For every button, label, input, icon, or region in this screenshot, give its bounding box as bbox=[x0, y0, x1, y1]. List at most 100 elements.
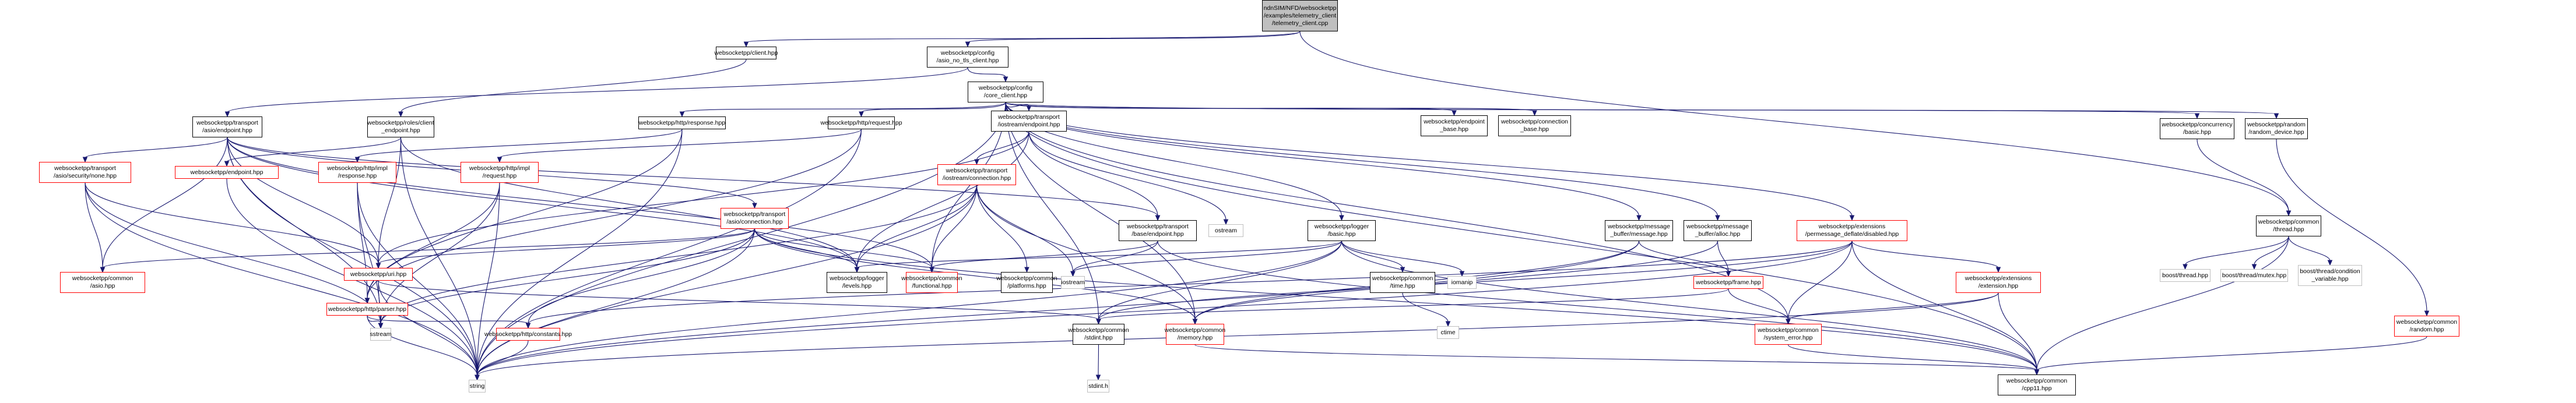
graph-node-core-client[interactable]: websocketpp/config /core_client.hpp bbox=[968, 82, 1043, 102]
graph-node-security-none[interactable]: websocketpp/transport /asio/security/non… bbox=[39, 162, 131, 183]
edge-iostream_endpoint-to-base_endpoint bbox=[1028, 131, 1158, 217]
graph-node-iostream-endpoint[interactable]: websocketpp/transport /iostream/endpoint… bbox=[991, 111, 1067, 132]
graph-node-msg-message[interactable]: websocketpp/message _buffer/message.hpp bbox=[1605, 220, 1673, 241]
edge-base_endpoint-to-common_cpp11 bbox=[1157, 241, 2037, 371]
arrowhead-icon bbox=[752, 203, 757, 209]
edge-common_time-to-ctime bbox=[1402, 292, 1449, 323]
arrowhead-icon bbox=[2327, 260, 2333, 266]
arrowhead-icon bbox=[497, 157, 502, 163]
arrowhead-icon bbox=[743, 41, 749, 48]
graph-node-asio-endpoint[interactable]: websocketpp/transport /asio/endpoint.hpp bbox=[192, 116, 262, 137]
arrowhead-icon bbox=[1155, 215, 1161, 221]
arrowhead-icon bbox=[1636, 215, 1642, 221]
graph-node-http-response[interactable]: websocketpp/http/response.hpp bbox=[638, 116, 726, 129]
arrowhead-icon bbox=[375, 263, 381, 269]
arrowhead-icon bbox=[82, 157, 88, 163]
graph-node-logger-levels[interactable]: websocketpp/logger /levels.hpp bbox=[827, 272, 887, 293]
graph-node-system-error[interactable]: websocketpp/common /system_error.hpp bbox=[1755, 324, 1822, 345]
edge-iostream_endpoint-to-iostream_connection bbox=[976, 131, 1029, 161]
edge-iostream_connection-to-common_functional bbox=[931, 185, 978, 268]
edge-concurrency_basic-to-common_thread bbox=[2197, 139, 2289, 212]
edge-asio_connection-to-common_asio bbox=[102, 228, 755, 268]
graph-node-http-request[interactable]: websocketpp/http/request.hpp bbox=[820, 116, 902, 129]
arrowhead-icon bbox=[1192, 319, 1198, 325]
edge-iostream_connection-to-common_platforms bbox=[976, 185, 1028, 268]
arrowhead-icon bbox=[1725, 271, 1731, 277]
graph-node-random-device[interactable]: websocketpp/random /random_device.hpp bbox=[2245, 118, 2308, 139]
graph-node-client-endpoint[interactable]: websocketpp/roles/client _endpoint.hpp bbox=[367, 116, 434, 137]
edge-core_client-to-common_cpp11 bbox=[1005, 102, 2037, 371]
edge-pmd_disabled-to-http_constants bbox=[528, 241, 1853, 324]
graph-node-asio-connection[interactable]: websocketpp/transport /asio/connection.h… bbox=[721, 208, 789, 229]
graph-node-client-hpp[interactable]: websocketpp/client.hpp bbox=[714, 47, 778, 59]
edge-asio_connection-to-http_constants bbox=[528, 228, 755, 324]
graph-node-msg-alloc[interactable]: websocketpp/message _buffer/alloc.hpp bbox=[1684, 220, 1752, 241]
graph-node-asio-no-tls-client[interactable]: websocketpp/config /asio_no_tls_client.h… bbox=[927, 47, 1008, 68]
edge-logger_basic-to-common_stdint bbox=[1098, 241, 1343, 320]
graph-node-http-parser[interactable]: websocketpp/http/parser.hpp bbox=[326, 303, 408, 316]
edge-msg_message-to-string bbox=[476, 241, 1640, 376]
arrowhead-icon bbox=[1223, 219, 1229, 225]
arrowhead-icon bbox=[1445, 321, 1451, 327]
arrowhead-icon bbox=[1532, 110, 1537, 116]
arrowhead-icon bbox=[2424, 310, 2430, 317]
graph-node-boost-condvar: boost/thread/condition _variable.hpp bbox=[2298, 265, 2362, 286]
arrowhead-icon bbox=[224, 161, 230, 167]
graph-node-logger-basic[interactable]: websocketpp/logger /basic.hpp bbox=[1308, 220, 1376, 241]
edge-impl_request-to-http_parser bbox=[367, 182, 500, 299]
graph-node-frame-hpp[interactable]: websocketpp/frame.hpp bbox=[1693, 276, 1763, 289]
edge-pmd_disabled-to-system_error bbox=[1787, 241, 1853, 320]
edge-client_hpp-to-client_endpoint bbox=[400, 59, 747, 113]
arrowhead-icon bbox=[1849, 215, 1855, 221]
edge-asio_connection-to-sstream bbox=[380, 228, 755, 324]
graph-node-pmd-disabled[interactable]: websocketpp/extensions /permessage_defla… bbox=[1797, 220, 1907, 241]
graph-node-common-asio[interactable]: websocketpp/common /asio.hpp bbox=[60, 272, 145, 293]
graph-node-common-time[interactable]: websocketpp/common /time.hpp bbox=[1370, 272, 1435, 293]
edge-ext_extension-to-string bbox=[476, 292, 1999, 376]
edge-core_client-to-endpoint_base bbox=[1005, 102, 1455, 112]
graph-node-stdint-h: stdint.h bbox=[1087, 380, 1109, 393]
arrowhead-icon bbox=[224, 111, 230, 118]
graph-node-connection-base[interactable]: websocketpp/connection _base.hpp bbox=[1498, 115, 1571, 136]
graph-node-ctime: ctime bbox=[1437, 326, 1459, 339]
graph-node-uri-hpp[interactable]: websocketpp/uri.hpp bbox=[344, 268, 413, 281]
edge-root-to-client_hpp bbox=[746, 31, 1301, 43]
graph-node-common-stdint[interactable]: websocketpp/common /stdint.hpp bbox=[1068, 324, 1129, 345]
edge-http_parser-to-string bbox=[367, 315, 478, 376]
arrowhead-icon bbox=[2034, 369, 2040, 376]
graph-node-http-constants[interactable]: websocketpp/http/constants.hpp bbox=[484, 328, 572, 341]
graph-node-common-platforms[interactable]: websocketpp/common /platforms.hpp bbox=[996, 272, 1057, 293]
arrowhead-icon bbox=[364, 298, 370, 304]
edge-common_thread-to-boost_thread bbox=[2184, 236, 2289, 266]
arrowhead-icon bbox=[1003, 76, 1008, 83]
arrowhead-icon bbox=[679, 111, 685, 118]
edge-asio_connection-to-common_functional bbox=[754, 228, 933, 268]
edge-logger_basic-to-common_cpp11 bbox=[1341, 241, 2037, 371]
edge-asio_no_tls_client-to-core_client bbox=[967, 67, 1006, 78]
arrowhead-icon bbox=[2251, 264, 2257, 270]
graph-node-common-memory[interactable]: websocketpp/common /memory.hpp bbox=[1165, 324, 1225, 345]
edge-asio_connection-to-common_memory bbox=[754, 228, 1196, 320]
graph-node-ext-extension[interactable]: websocketpp/extensions /extension.hpp bbox=[1956, 272, 2041, 293]
graph-node-common-thread[interactable]: websocketpp/common /thread.hpp bbox=[2256, 215, 2321, 236]
graph-node-endpoint-base[interactable]: websocketpp/endpoint _base.hpp bbox=[1421, 115, 1488, 136]
graph-node-iostream-connection[interactable]: websocketpp/transport /iostream/connecti… bbox=[937, 164, 1016, 185]
graph-node-endpoint-hpp[interactable]: websocketpp/endpoint.hpp bbox=[175, 166, 279, 179]
graph-node-impl-request[interactable]: websocketpp/http/impl /request.hpp bbox=[461, 162, 539, 183]
arrowhead-icon bbox=[854, 267, 860, 273]
edge-logger_basic-to-common_time bbox=[1341, 241, 1403, 268]
arrowhead-icon bbox=[354, 157, 360, 163]
graph-node-impl-response[interactable]: websocketpp/http/impl /response.hpp bbox=[318, 162, 396, 183]
edge-logger_basic-to-logger_levels bbox=[856, 241, 1343, 268]
graph-node-ostream: ostream bbox=[1208, 224, 1243, 237]
arrowhead-icon bbox=[859, 111, 864, 118]
edge-iostream_endpoint-to-logger_levels bbox=[856, 131, 1029, 268]
graph-node-common-random[interactable]: websocketpp/common /random.hpp bbox=[2394, 316, 2459, 337]
arrowhead-icon bbox=[1339, 215, 1344, 221]
graph-node-base-endpoint[interactable]: websocketpp/transport /base/endpoint.hpp bbox=[1119, 220, 1197, 241]
graph-node-concurrency-basic[interactable]: websocketpp/concurrency /basic.hpp bbox=[2160, 118, 2234, 139]
arrowhead-icon bbox=[378, 323, 384, 329]
graph-node-common-functional[interactable]: websocketpp/common /functional.hpp bbox=[901, 272, 962, 293]
edge-pmd_disabled-to-common_cpp11 bbox=[1851, 241, 2037, 371]
graph-node-common-cpp11[interactable]: websocketpp/common /cpp11.hpp bbox=[1998, 374, 2076, 395]
